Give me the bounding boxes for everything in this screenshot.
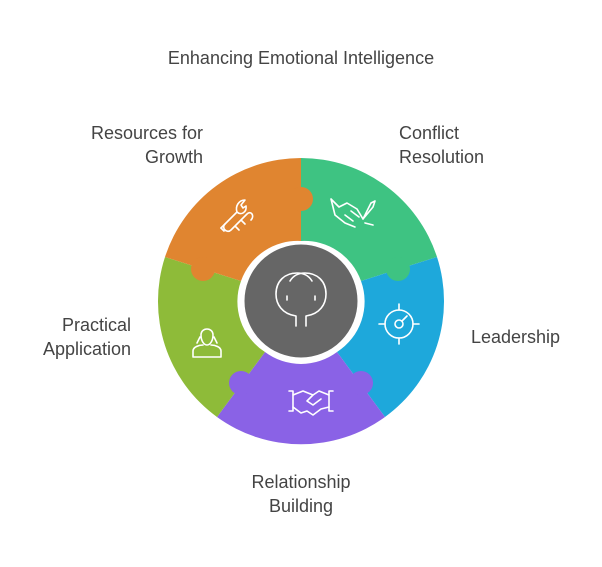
label-resources: Resources for Growth (90, 123, 203, 167)
handshake-icon (288, 390, 334, 416)
tab-conflict-into-leadership (386, 257, 410, 281)
handshake-pen-icon (330, 198, 376, 228)
tools-icon (220, 199, 254, 233)
label-conflict: Conflict Resolution (399, 123, 485, 167)
center-hub (241, 241, 361, 361)
label-practical: Practical Application (42, 315, 131, 359)
tab-relationship-into-leadership (349, 371, 373, 395)
two-heads-icon (275, 272, 327, 327)
label-leadership: Leadership (471, 327, 561, 347)
target-gauge-icon (378, 303, 420, 345)
diagram-title: Enhancing Emotional Intelligence (167, 48, 435, 68)
segment-conflict[interactable] (301, 158, 437, 281)
segment-relationship[interactable] (217, 352, 385, 445)
segment-resources[interactable] (165, 158, 301, 281)
tab-relationship-into-practical (229, 371, 253, 395)
tab-resources-into-practical (191, 257, 215, 281)
label-relationship: Relationship Building (251, 472, 351, 516)
tab-resources-into-conflict (289, 187, 313, 211)
person-icon (192, 328, 222, 358)
